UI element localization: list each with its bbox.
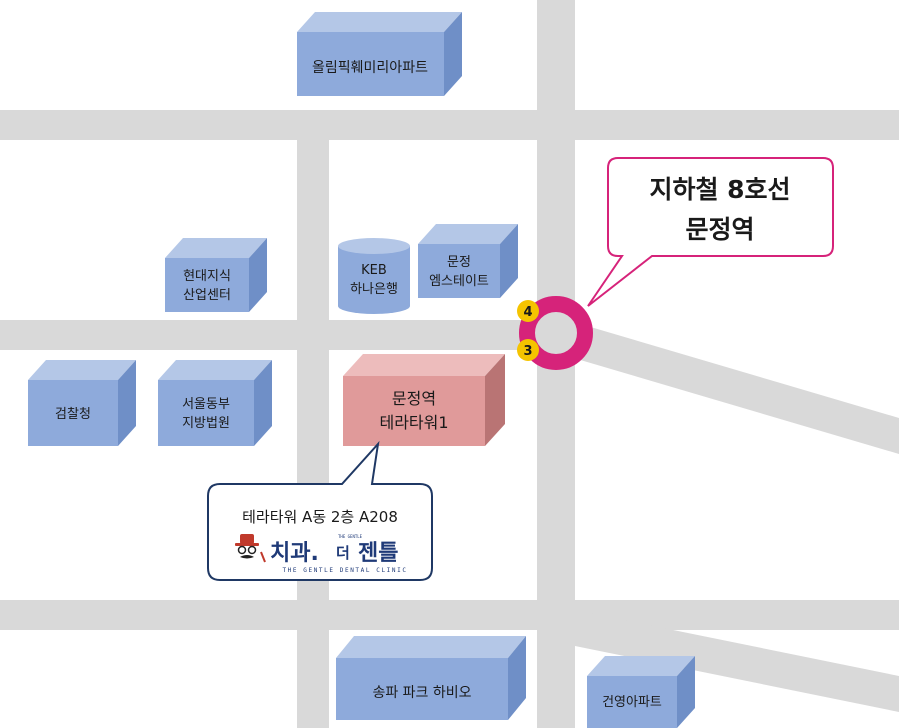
- clinic-callout-box: [207, 440, 433, 581]
- road-diagonal-lower: [575, 610, 899, 712]
- clinic-name-the: 더: [336, 544, 350, 562]
- label-estate-line1: 문정: [447, 255, 471, 270]
- clinic-address: 테라타워 A동 2층 A208: [242, 508, 398, 526]
- building-district-court: 서울동부 지방법원: [158, 360, 272, 446]
- road-horizontal-middle: [0, 320, 560, 350]
- label-olympic-apartment: 올림픽훼미리아파트: [312, 60, 428, 76]
- building-terra-tower: 문정역 테라타워1: [343, 354, 505, 446]
- building-munjeong-estate: 문정 엠스테이트: [418, 224, 518, 298]
- exit-4-badge: 4: [517, 300, 539, 322]
- label-keb-line1: KEB: [361, 263, 387, 278]
- clinic-slogan: THE GENTLE DENTAL CLINIC: [282, 567, 407, 574]
- label-hyundai-line1: 현대지식: [183, 269, 231, 284]
- road-diagonal-upper: [560, 318, 899, 454]
- station-callout: 지하철 8호선 문정역: [587, 157, 834, 307]
- road-vertical-left: [297, 140, 329, 728]
- station-marker: 4 3: [517, 296, 593, 370]
- building-geonyoung-apartment: 건영아파트: [587, 656, 695, 728]
- road-horizontal-top: [0, 110, 899, 140]
- label-estate-line2: 엠스테이트: [429, 274, 489, 289]
- building-olympic-apartment: 올림픽훼미리아파트: [297, 12, 462, 96]
- building-prosecutor-office: 검찰청: [28, 360, 136, 446]
- building-keb-bank: KEB 하나은행: [338, 238, 410, 314]
- clinic-name-tag: THE GENTLE: [338, 534, 363, 539]
- label-hyundai-line2: 산업센터: [183, 288, 231, 303]
- station-callout-line2: 문정역: [685, 215, 754, 244]
- clinic-name-gentle: 젠틀: [358, 541, 398, 566]
- building-hyundai-center: 현대지식 산업센터: [165, 238, 267, 312]
- clinic-name-main: 치과.: [270, 541, 319, 566]
- exit-4-label: 4: [523, 305, 532, 320]
- exit-3-badge: 3: [517, 339, 539, 361]
- label-terra-line1: 문정역: [392, 389, 436, 408]
- exit-3-label: 3: [523, 344, 532, 359]
- gentleman-mascot-icon: [235, 534, 266, 563]
- station-ring-icon: [519, 296, 593, 370]
- label-court-line2: 지방법원: [182, 416, 230, 431]
- label-court-line1: 서울동부: [182, 397, 230, 412]
- building-songpa-habio: 송파 파크 하비오: [336, 636, 526, 720]
- label-songpa: 송파 파크 하비오: [372, 685, 471, 701]
- label-terra-line2: 테라타워1: [379, 413, 448, 432]
- label-prosecutor: 검찰청: [55, 407, 91, 422]
- station-callout-box: [587, 157, 834, 307]
- clinic-callout: 테라타워 A동 2층 A208 치과. THE GENTLE 더 젠틀 THE …: [207, 440, 433, 581]
- road-horizontal-bottom: [0, 600, 899, 630]
- label-geonyoung: 건영아파트: [602, 695, 662, 710]
- label-keb-line2: 하나은행: [350, 281, 398, 297]
- station-callout-line1: 지하철 8호선: [649, 175, 790, 204]
